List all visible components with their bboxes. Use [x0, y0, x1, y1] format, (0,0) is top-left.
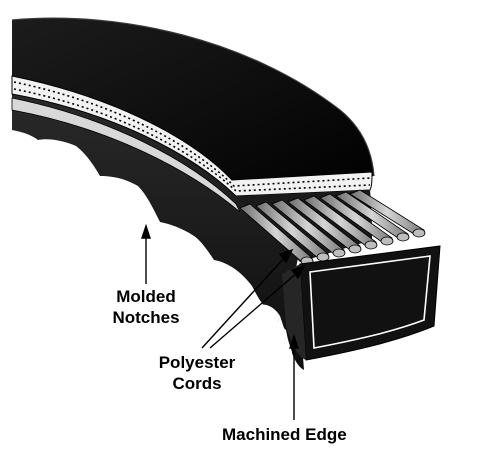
- cord-end-3: [332, 248, 346, 258]
- polyester-cords: [239, 189, 426, 266]
- notch-5: [210, 268, 240, 295]
- label-machined-edge-text: Machined Edge: [222, 425, 347, 444]
- molded-notches: [12, 143, 280, 331]
- belt-top-edge: [11, 17, 375, 177]
- label-polyester-cords-line2: Cords: [172, 374, 222, 393]
- tension-band: [11, 75, 373, 197]
- notch-4: [158, 230, 190, 257]
- cord-end-7: [396, 232, 410, 242]
- callout-arrows: [141, 223, 306, 420]
- label-molded-notches: Molded Notches: [96, 286, 196, 328]
- cord-end-5: [364, 240, 378, 250]
- machined-edge-highlight: [309, 255, 431, 349]
- cord-end-6: [380, 236, 394, 246]
- arrow-polyester-cords: [201, 248, 306, 349]
- label-machined-edge: Machined Edge: [222, 424, 380, 445]
- notch-2: [52, 152, 84, 180]
- label-molded-notches-line1: Molded: [116, 287, 176, 306]
- notch-6: [256, 304, 280, 331]
- arrow-molded-notches: [141, 223, 151, 284]
- machined-edge-face: [282, 264, 306, 360]
- cord-end-2: [316, 252, 330, 262]
- belt-underside-cut: [0, 146, 292, 467]
- label-polyester-cords: Polyester Cords: [142, 352, 252, 394]
- notch-1: [12, 143, 40, 168]
- cord-end-4: [348, 244, 362, 254]
- label-molded-notches-line2: Notches: [112, 308, 180, 327]
- belt-lower-body: [299, 245, 441, 361]
- cord-end-8: [412, 228, 426, 238]
- arrow-machined-edge: [289, 333, 299, 420]
- label-polyester-cords-line1: Polyester: [158, 353, 236, 372]
- notch-3: [102, 186, 136, 213]
- cord-layer-strip: [11, 97, 241, 213]
- belt-top-surface: [12, 18, 374, 192]
